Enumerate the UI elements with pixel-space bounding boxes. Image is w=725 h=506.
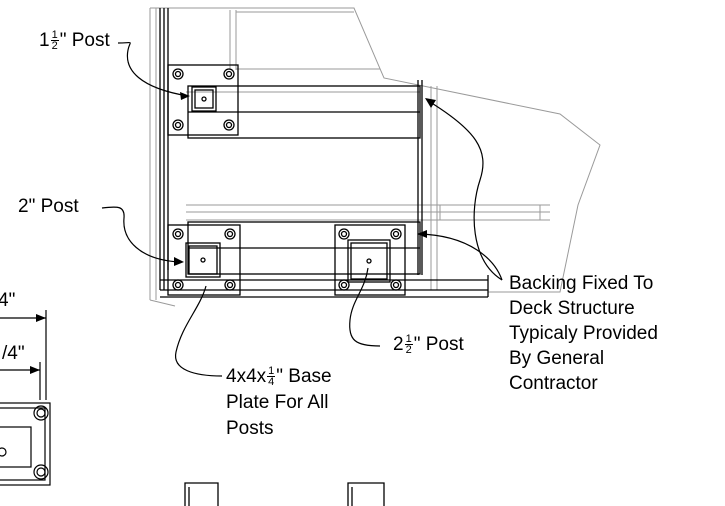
leader-post-2-5: [349, 267, 381, 347]
upper-backing: [187, 85, 421, 139]
arrow-post-1-5: [180, 92, 190, 100]
detail-fragment: [0, 310, 51, 486]
leader-post-2: [101, 206, 181, 263]
bottom-fragments: [184, 482, 385, 506]
arrow-post-2: [174, 257, 184, 266]
leader-post-1-5: [117, 41, 189, 97]
backing-line-5: Contractor: [509, 373, 598, 394]
base-plate-2: [167, 224, 241, 296]
backing-line-4: By General: [509, 348, 605, 369]
base-plate-3: [334, 224, 406, 296]
base-plate-1: [167, 64, 239, 136]
base-plate-line-3: Posts: [226, 418, 274, 439]
backing-line-2: Deck Structure: [509, 298, 635, 319]
deck-framing: [159, 8, 489, 298]
leader-lines: [101, 41, 503, 377]
dimension-label-top: 4": [0, 290, 16, 311]
label-post-2: 2" Post: [18, 196, 79, 217]
arrow-backing-lower: [417, 230, 427, 238]
arrow-backing-upper: [425, 98, 436, 108]
base-plate-line-2: Plate For All: [226, 392, 329, 413]
leader-backing-lower: [417, 233, 503, 281]
leader-base-plate: [175, 285, 223, 377]
dimension-label-second: /4": [2, 343, 25, 364]
arrowheads: [174, 92, 436, 266]
backing-line-1: Backing Fixed To: [509, 273, 654, 294]
leader-backing-upper: [429, 101, 503, 281]
label-backing: Backing Fixed To Deck Structure Typicaly…: [509, 271, 658, 396]
backing-line-3: Typicaly Provided: [509, 323, 658, 344]
deck-outline: [149, 7, 601, 307]
lower-backing: [187, 221, 421, 275]
